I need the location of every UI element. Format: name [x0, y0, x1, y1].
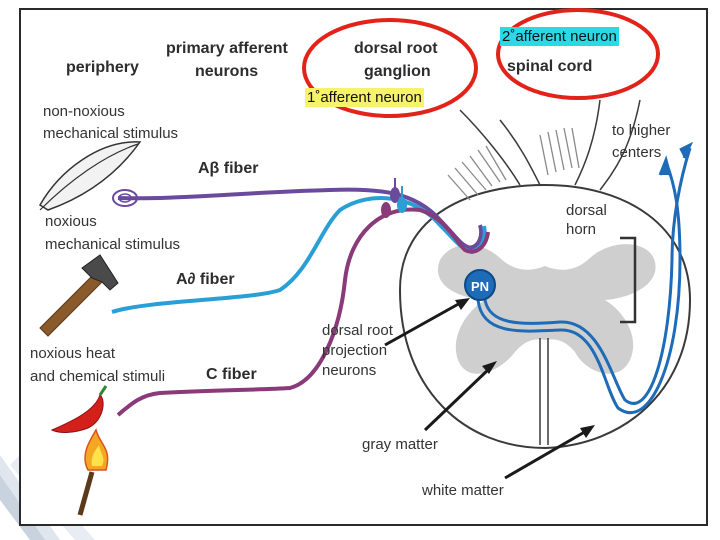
noxious-heat-label: noxious heat [30, 345, 116, 362]
mechanical-stimulus-2-label: mechanical stimulus [45, 236, 181, 253]
match-flame-icon [77, 428, 109, 516]
to-higher-label: to higher [612, 122, 671, 139]
dorsal-root-ganglion-cells [381, 178, 407, 218]
pn-cell: PN [464, 269, 496, 301]
a-delta-fiber-label: A∂ fiber [176, 271, 235, 288]
projection-neuron-tract [476, 141, 694, 415]
chili-pepper-icon [50, 385, 108, 433]
dorsal-root-projection-1-label: dorsal root [322, 322, 393, 339]
annotation-circle-ganglion [302, 18, 478, 118]
dorsal-horn-1-label: dorsal [566, 202, 607, 219]
mechanical-stimulus-1-label: mechanical stimulus [43, 125, 179, 142]
second-order-afferent-highlight: 2˚afferent neuron [500, 27, 619, 46]
first-order-afferent-highlight: 1˚afferent neuron [305, 88, 424, 107]
hammer-icon [39, 254, 119, 337]
neurons-label: neurons [195, 63, 259, 80]
c-fiber-path [116, 207, 490, 417]
chemical-stimuli-label: and chemical stimuli [30, 368, 166, 385]
c-fiber-label: C fiber [206, 366, 257, 383]
ganglion-label: ganglion [364, 63, 431, 80]
noxious-label: noxious [45, 213, 97, 230]
primary-afferent-label: primary afferent [166, 40, 288, 57]
gray-matter-label: gray matter [362, 436, 438, 453]
spinal-cord-label: spinal cord [507, 58, 593, 75]
dorsal-root-projection-2-label: projection [322, 342, 388, 359]
annotation-circle-spinal-cord [496, 8, 660, 100]
a-beta-fiber-label: Aβ fiber [198, 160, 259, 177]
dorsal-root-projection-3-label: neurons [322, 362, 377, 379]
dorsal-root-label: dorsal root [354, 40, 438, 57]
non-noxious-label: non-noxious [43, 103, 125, 120]
a-beta-fiber-path [117, 187, 484, 251]
pointer-arrows [384, 298, 595, 480]
dorsal-horn-2-label: horn [566, 221, 597, 238]
white-matter-label: white matter [422, 482, 504, 499]
periphery-label: periphery [66, 59, 139, 76]
pn-label: PN [471, 279, 489, 294]
centers-label: centers [612, 144, 662, 161]
a-beta-receptor [112, 189, 138, 207]
feather-icon [38, 141, 142, 211]
